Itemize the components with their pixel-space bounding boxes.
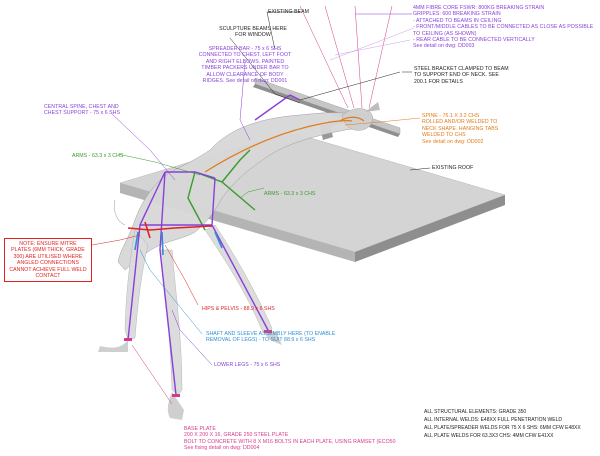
label-base-plate: BASE PLATE 200 X 200 X 16, GRADE 250 STE… [184, 426, 396, 452]
hips-pelvis-members [127, 221, 213, 239]
note-mitre-plates: NOTE: ENSURE MITRE PLATES (6MM THICK, GR… [4, 238, 92, 283]
label-arms-lower: ARMS - 63.3 x 3 CHS [264, 191, 316, 197]
label-existing-roof: EXISTING ROOF [432, 165, 474, 171]
label-lower-legs: LOWER LEGS - 75 x 6 SHS [214, 362, 281, 368]
label-central-spine: CENTRAL SPINE, CHEST AND CHEST SUPPORT -… [44, 104, 120, 117]
leader-lines [91, 11, 431, 405]
label-fibre-core-cable: 4MM FIBRE CORE FSWR: 800KG BREAKING STRA… [413, 5, 594, 50]
note-chs-plate-welds: ALL PLATE WELDS FOR 63.3X3 CHS: 4MM CFW … [424, 433, 554, 439]
note-structural-grade: ALL STRUCTURAL ELEMENTS: GRADE 350 [424, 409, 527, 415]
label-steel-bracket: STEEL BRACKET CLAMPED TO BEAM TO SUPPORT… [414, 66, 509, 85]
general-notes: ALL STRUCTURAL ELEMENTS: GRADE 350 ALL I… [424, 408, 581, 440]
label-existing-beam: EXISTING BEAM [268, 9, 310, 15]
label-hips-pelvis: HIPS & PELVIS - 88.9 x 6 SHS [202, 306, 275, 312]
label-spreader-bar: SPREADER BAR - 75 x 6 SHS CONNECTED TO C… [198, 46, 292, 85]
ceiling-cables [299, 5, 415, 109]
label-arms-upper: ARMS - 63.3 x 3 CHS [72, 153, 124, 159]
label-spine: SPINE - 76.1 X 3.2 CHS ROLLED AND/OR WEL… [422, 113, 499, 145]
note-internal-welds: ALL INTERNAL WELDS: E48XX FULL PENETRATI… [424, 417, 562, 423]
label-shaft-sleeve: SHAFT AND SLEEVE ASSEMBLY HERE (TO ENABL… [206, 331, 336, 344]
label-sculpture-beams: SCULPTURE BEAMS HERE FOR WINDOW [219, 26, 287, 39]
shaft-sleeve-members [134, 231, 223, 256]
spine-members [204, 116, 365, 173]
chest-support-members [127, 94, 301, 396]
note-plate-spreader-welds: ALL PLATE/SPREADER WELDS FOR 75 X 6 SHS:… [424, 425, 581, 431]
base-plates [124, 330, 272, 397]
